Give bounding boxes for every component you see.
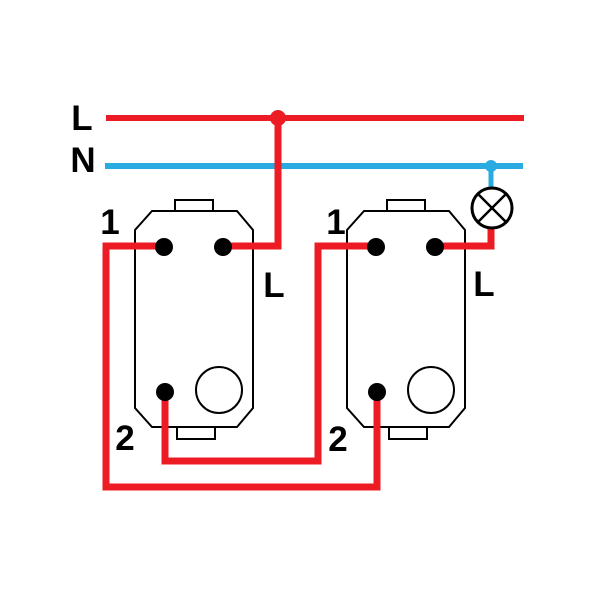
label-switch2-terminal-1: 1: [326, 203, 346, 242]
switch-1-top-tab: [174, 199, 214, 212]
switch-2-top-tab: [386, 199, 426, 212]
label-live-line: L: [71, 99, 93, 138]
junction-live: [270, 110, 286, 126]
wire-live-to-switch1-L: [220, 118, 282, 250]
switch-2-body: [346, 210, 466, 428]
switch-2-terminal-dot-2: [426, 238, 444, 256]
label-switch1-terminal-2: 2: [115, 419, 135, 458]
wire-switch1-1-to-switch2-2: [102, 242, 381, 491]
wire-switch2-L-to-lamp: [435, 226, 495, 250]
junction-neutral: [485, 160, 497, 172]
wire-switch1-2-to-switch2-1: [161, 242, 376, 465]
switch-1-bottom-tab: [176, 426, 216, 440]
label-switch1-terminal-L: L: [263, 266, 285, 305]
switch-2-bottom-tab: [388, 426, 428, 440]
switch-2-terminal-dot-1: [367, 238, 385, 256]
switch-1-terminal-dot-2: [214, 238, 232, 256]
label-switch2-terminal-2: 2: [328, 420, 348, 459]
switch-1-actuator: [195, 366, 243, 414]
label-switch2-terminal-L: L: [473, 265, 495, 304]
switch-1-body: [134, 210, 254, 428]
switch-1-terminal-dot-1: [155, 238, 173, 256]
label-switch1-terminal-1: 1: [100, 203, 120, 242]
switch-1-terminal-dot-3: [156, 383, 174, 401]
switch-2-terminal-dot-3: [368, 383, 386, 401]
lamp-cross-2: [477, 193, 507, 223]
label-neutral-line: N: [70, 141, 96, 180]
switch-2-actuator: [407, 366, 455, 414]
